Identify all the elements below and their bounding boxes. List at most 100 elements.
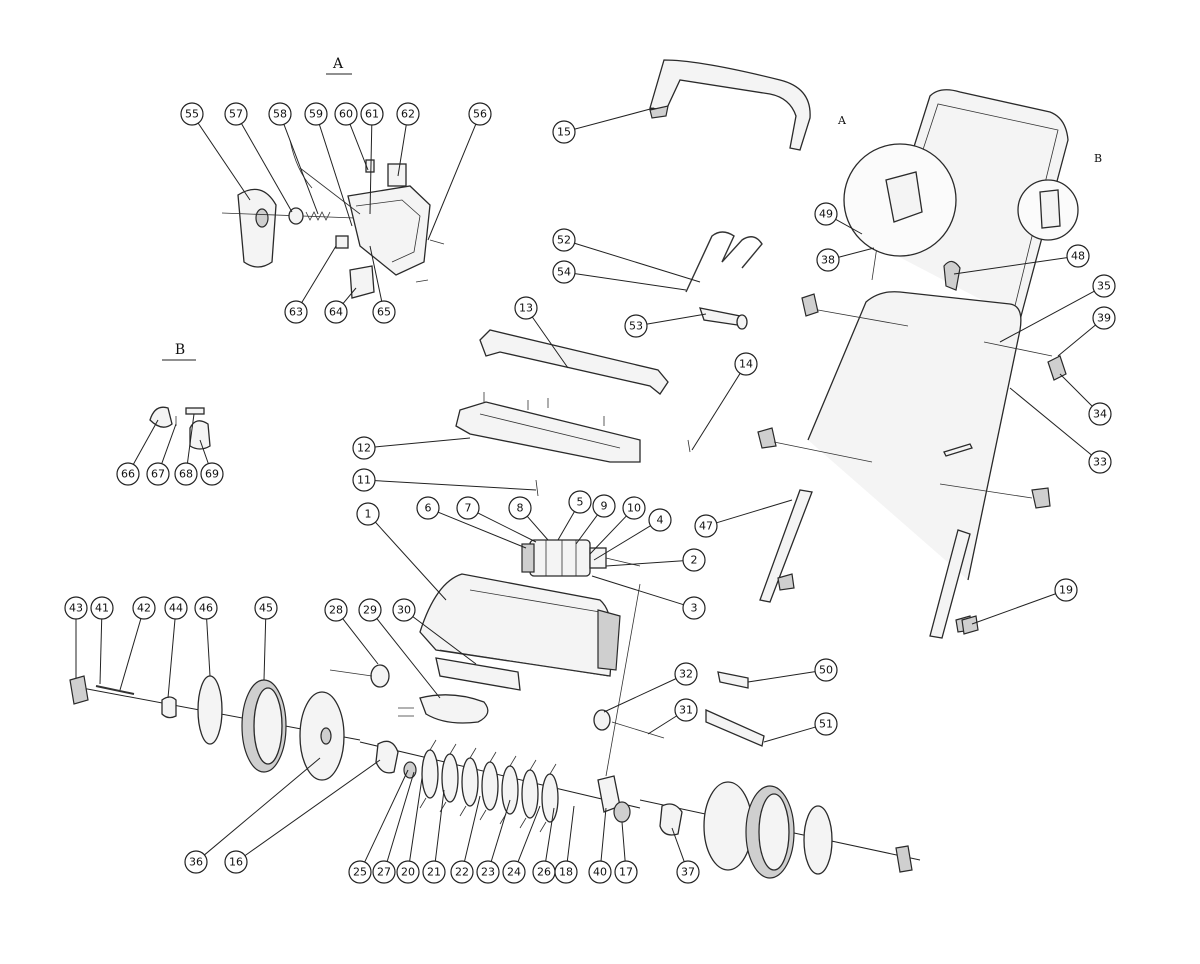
height-plate-29 bbox=[419, 694, 489, 724]
callout-29: 29 bbox=[358, 598, 382, 622]
leader-line-45 bbox=[263, 618, 267, 681]
leader-line-41 bbox=[99, 618, 103, 685]
callout-37: 37 bbox=[676, 860, 700, 884]
callout-number-20: 20 bbox=[401, 866, 415, 879]
callout-17: 17 bbox=[614, 860, 638, 884]
callout-25: 25 bbox=[348, 860, 372, 884]
callout-number-62: 62 bbox=[401, 108, 415, 121]
callout-circle-34 bbox=[1088, 402, 1112, 426]
handle-frame-left-foot bbox=[777, 573, 795, 591]
leader-line-20 bbox=[409, 777, 423, 862]
callout-circle-11 bbox=[352, 468, 376, 492]
callout-number-4: 4 bbox=[657, 514, 664, 527]
callout-41: 41 bbox=[90, 596, 114, 620]
handle-knob-upper bbox=[801, 293, 819, 317]
callout-number-51: 51 bbox=[819, 718, 833, 731]
callout-number-9: 9 bbox=[601, 500, 608, 513]
clip-pin-68 bbox=[185, 407, 205, 415]
callout-number-34: 34 bbox=[1093, 408, 1107, 421]
callout-number-43: 43 bbox=[69, 602, 83, 615]
leader-line-68 bbox=[186, 413, 195, 464]
callout-49: 49 bbox=[814, 202, 838, 226]
callout-number-66: 66 bbox=[121, 468, 135, 481]
callout-53: 53 bbox=[624, 314, 648, 338]
leader-line-9 bbox=[575, 514, 598, 545]
bearing-32 bbox=[593, 709, 611, 731]
callout-18: 18 bbox=[554, 860, 578, 884]
leader-line-16 bbox=[244, 759, 381, 857]
callout-number-1: 1 bbox=[365, 508, 372, 521]
leader-line-35 bbox=[999, 290, 1095, 343]
callout-number-55: 55 bbox=[185, 108, 199, 121]
callout-42: 42 bbox=[132, 596, 156, 620]
callout-circle-15 bbox=[552, 120, 576, 144]
callout-number-7: 7 bbox=[465, 502, 472, 515]
leader-line-61 bbox=[369, 124, 373, 215]
callout-23: 23 bbox=[476, 860, 500, 884]
callout-number-63: 63 bbox=[289, 306, 303, 319]
leader-line-24 bbox=[517, 805, 541, 862]
callout-number-31: 31 bbox=[679, 704, 693, 717]
callout-number-40: 40 bbox=[593, 866, 607, 879]
handle-bolt-middle bbox=[773, 441, 873, 463]
callout-69: 69 bbox=[200, 462, 224, 486]
leader-line-63 bbox=[301, 245, 337, 303]
callout-circle-69 bbox=[200, 462, 224, 486]
callout-45: 45 bbox=[254, 596, 278, 620]
wheel-bushing-44 bbox=[161, 696, 177, 719]
rear-right-wheel-tread bbox=[758, 793, 790, 871]
callout-10: 10 bbox=[622, 496, 646, 520]
callout-circle-20 bbox=[396, 860, 420, 884]
motor-housing bbox=[529, 539, 591, 577]
callout-number-12: 12 bbox=[357, 442, 371, 455]
callout-46: 46 bbox=[194, 596, 218, 620]
leader-line-50 bbox=[747, 671, 816, 683]
callout-8: 8 bbox=[508, 496, 532, 520]
callout-circle-47 bbox=[694, 514, 718, 538]
callout-40: 40 bbox=[588, 860, 612, 884]
rear-flap-cover bbox=[479, 329, 669, 395]
switch-housing-rim bbox=[355, 199, 421, 263]
leader-line-5 bbox=[557, 511, 575, 541]
callout-circle-58 bbox=[268, 102, 292, 126]
callout-circle-25 bbox=[348, 860, 372, 884]
tine-disc-6 bbox=[521, 769, 539, 819]
callout-circle-24 bbox=[502, 860, 526, 884]
callout-circle-39 bbox=[1092, 306, 1116, 330]
callout-55: 55 bbox=[180, 102, 204, 126]
callout-number-22: 22 bbox=[455, 866, 469, 879]
callout-circle-27 bbox=[372, 860, 396, 884]
clip-66 bbox=[149, 406, 173, 428]
leader-line-58 bbox=[283, 124, 319, 215]
height-plate-screws bbox=[398, 707, 414, 717]
callout-circle-53 bbox=[624, 314, 648, 338]
leader-line-53 bbox=[646, 313, 707, 325]
leader-line-10 bbox=[589, 515, 627, 555]
leader-line-13 bbox=[531, 316, 569, 369]
callout-circle-18 bbox=[554, 860, 578, 884]
callout-circle-35 bbox=[1092, 274, 1116, 298]
section-a-label: A bbox=[332, 56, 344, 72]
callout-circle-65 bbox=[372, 300, 396, 324]
callout-67: 67 bbox=[146, 462, 170, 486]
handle-bracket-53-end bbox=[736, 314, 748, 330]
switch-assembly-a bbox=[221, 139, 445, 299]
callout-circle-22 bbox=[450, 860, 474, 884]
leader-line-1 bbox=[375, 521, 447, 601]
hubcap-right bbox=[803, 805, 833, 875]
callout-circle-66 bbox=[116, 462, 140, 486]
leader-line-31 bbox=[647, 715, 677, 735]
callout-64: 64 bbox=[324, 300, 348, 324]
callout-circle-32 bbox=[674, 662, 698, 686]
hubcap-46 bbox=[197, 675, 223, 745]
leader-line-65 bbox=[369, 245, 383, 302]
callout-circle-2 bbox=[682, 548, 706, 572]
callout-number-23: 23 bbox=[481, 866, 495, 879]
motor-assembly bbox=[521, 539, 641, 577]
callout-circle-45 bbox=[254, 596, 278, 620]
callout-circle-60 bbox=[334, 102, 358, 126]
callout-35: 35 bbox=[1092, 274, 1116, 298]
switch-screw-2 bbox=[415, 279, 429, 283]
callout-circle-52 bbox=[552, 228, 576, 252]
callout-number-24: 24 bbox=[507, 866, 521, 879]
